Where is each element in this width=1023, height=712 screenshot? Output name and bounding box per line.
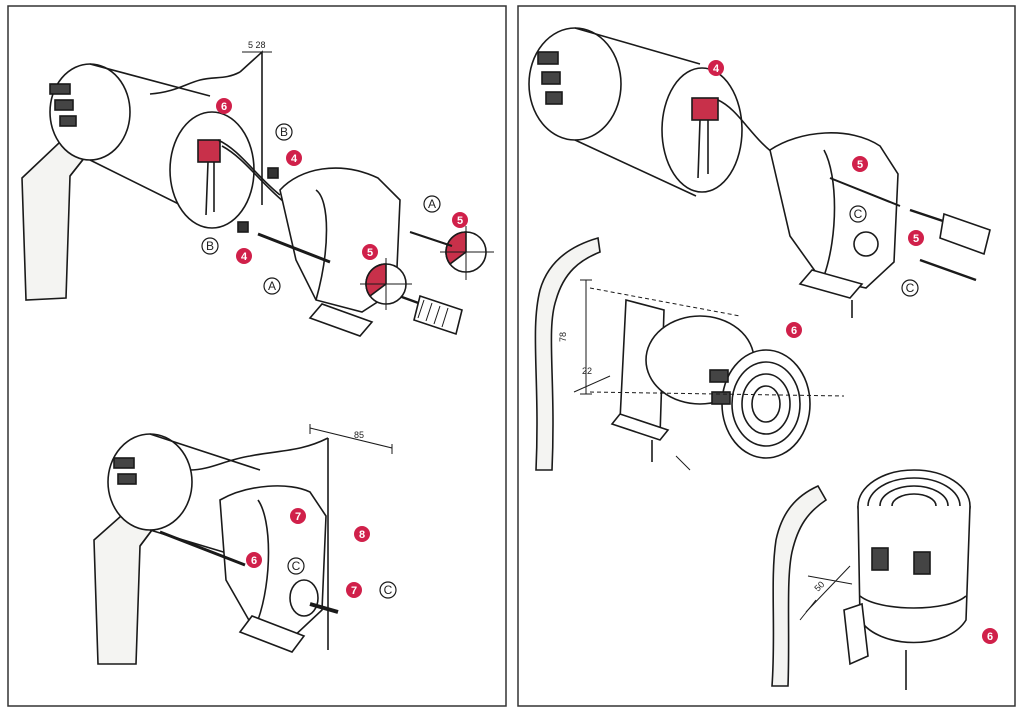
step-marker-label: 7 bbox=[351, 585, 357, 597]
callout-label: C bbox=[292, 559, 301, 573]
callout-circle bbox=[849, 205, 867, 223]
callout-label: B bbox=[206, 239, 214, 253]
step-marker bbox=[290, 508, 306, 524]
callout-circle bbox=[201, 237, 219, 255]
callout-label: A bbox=[268, 279, 276, 293]
step-marker-label: 6 bbox=[987, 631, 993, 643]
dimension-top-left: 5 28 bbox=[248, 40, 266, 50]
step-marker-label: 6 bbox=[251, 555, 257, 567]
callout-circle bbox=[379, 581, 397, 599]
step-marker bbox=[362, 244, 378, 260]
step-marker-label: 5 bbox=[857, 159, 863, 171]
step-marker-label: 4 bbox=[291, 153, 298, 165]
step-marker bbox=[346, 582, 362, 598]
callout-circle bbox=[275, 123, 293, 141]
step-marker bbox=[286, 150, 302, 166]
callout-circle bbox=[901, 279, 919, 297]
bottom-right-illustration bbox=[771, 469, 971, 690]
step-marker bbox=[786, 322, 802, 338]
top-right-illustration bbox=[528, 27, 991, 318]
callout-label: C bbox=[906, 281, 915, 295]
callout-label: A bbox=[428, 197, 436, 211]
step-marker bbox=[354, 526, 370, 542]
dimension-bottom-left: 85 bbox=[354, 430, 364, 440]
top-left-illustration bbox=[21, 50, 494, 337]
step-marker bbox=[452, 212, 468, 228]
callout-label: C bbox=[384, 583, 393, 597]
step-marker-label: 5 bbox=[913, 233, 919, 245]
callout-circle bbox=[263, 277, 281, 295]
bottom-left-illustration bbox=[93, 424, 393, 665]
mid-right-illustration bbox=[534, 236, 845, 471]
step-marker-label: 7 bbox=[295, 511, 301, 523]
callout-label: B bbox=[280, 125, 288, 139]
callout-circle bbox=[287, 557, 305, 575]
step-marker-label: 4 bbox=[713, 63, 720, 75]
dimension-mid-right-vertical: 78 bbox=[558, 332, 568, 342]
step-marker-label: 5 bbox=[457, 215, 463, 227]
step-marker-label: 6 bbox=[221, 101, 227, 113]
step-marker-label: 8 bbox=[359, 529, 365, 541]
step-marker bbox=[908, 230, 924, 246]
callout-circle bbox=[423, 195, 441, 213]
step-marker bbox=[216, 98, 232, 114]
step-marker bbox=[236, 248, 252, 264]
step-marker-label: 5 bbox=[367, 247, 373, 259]
step-marker bbox=[708, 60, 724, 76]
step-marker bbox=[852, 156, 868, 172]
step-markers: 6 4 4 5 5 7 8 6 7 4 5 5 6 6 bbox=[216, 60, 998, 644]
letter-callouts: B B A A C C C C bbox=[201, 123, 919, 599]
step-marker bbox=[982, 628, 998, 644]
step-marker-label: 4 bbox=[241, 251, 248, 263]
dimension-mid-right-horizontal: 22 bbox=[582, 366, 592, 376]
callout-label: C bbox=[854, 207, 863, 221]
step-marker-label: 6 bbox=[791, 325, 797, 337]
step-marker bbox=[246, 552, 262, 568]
